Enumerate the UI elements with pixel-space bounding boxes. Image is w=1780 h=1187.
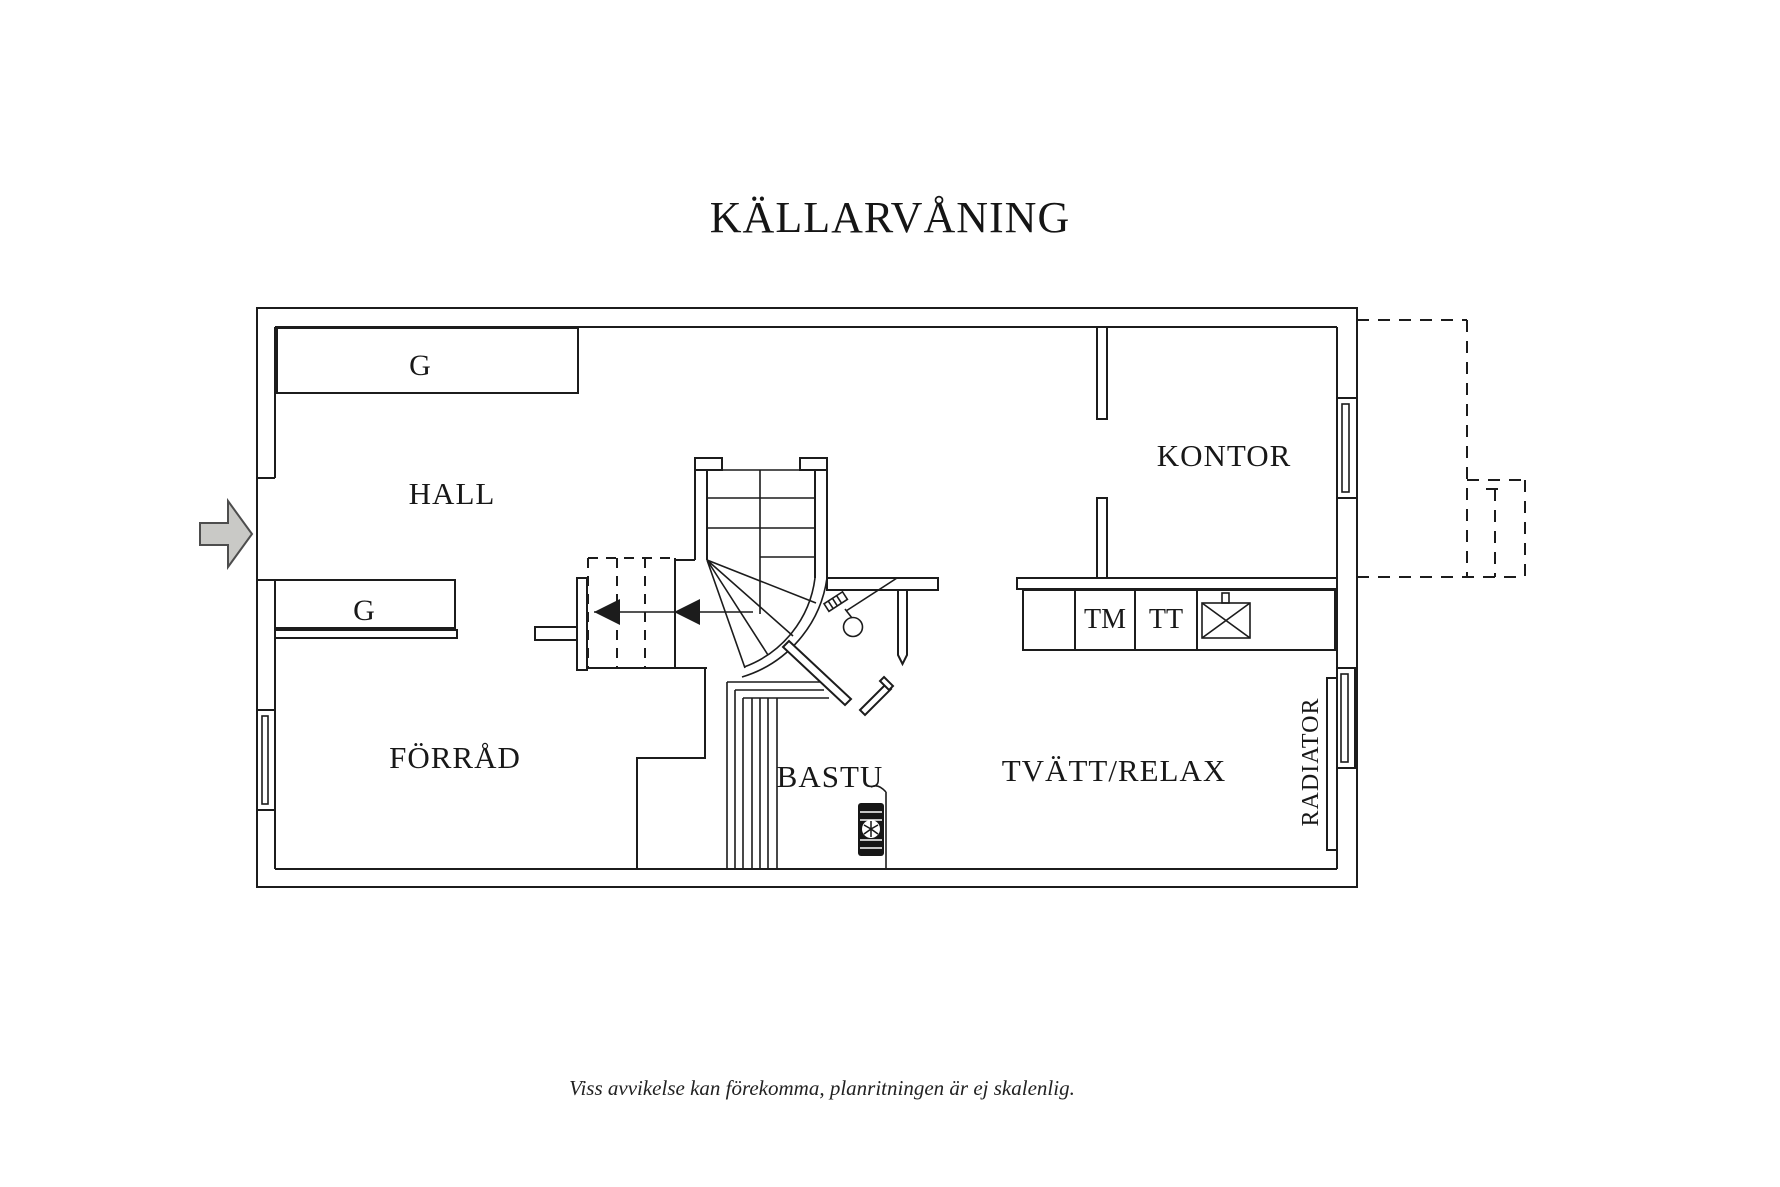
wardrobe-lower: [274, 579, 456, 629]
kontor-partition-upper: [1096, 326, 1108, 420]
label-kontor: KONTOR: [1157, 438, 1292, 473]
sauna-side-wall: [870, 785, 887, 869]
shower-head: [842, 616, 864, 638]
tvatt-north-wall: [1016, 577, 1338, 590]
shower-icon: [822, 590, 849, 613]
stair-top-cap-right: [799, 457, 828, 471]
window-kontor: [1336, 397, 1358, 499]
label-forrad: FÖRRÅD: [389, 740, 521, 775]
sauna-heater-icon: [858, 803, 884, 856]
disclaimer-text: Viss avvikelse kan förekomma, planritnin…: [569, 1076, 1075, 1100]
stair-side-wall: [576, 577, 588, 671]
washbasin-icon: [1201, 592, 1251, 639]
stair-enclosure-walls: [694, 470, 828, 578]
label-tumble-dryer: TT: [1149, 604, 1183, 635]
stair-treads: [707, 469, 815, 614]
page-title: KÄLLARVÅNING: [709, 193, 1071, 242]
label-hall: HALL: [409, 476, 496, 511]
stair-curve: [741, 577, 828, 678]
shower-wall-line: [845, 577, 898, 612]
shower-north-wall: [826, 577, 939, 591]
patio-dashed-outline: [1357, 319, 1526, 578]
exterior-walls: [256, 307, 1358, 888]
label-radiator: RADIATOR: [1298, 698, 1324, 827]
sauna-benches: [726, 681, 829, 869]
stair-side-wall-stub: [534, 626, 578, 641]
label-wardrobe-upper: G: [409, 349, 431, 382]
shower-area: [822, 577, 898, 638]
entrance-arrow-icon: [199, 497, 254, 571]
entrance-opening-caps: [257, 477, 275, 581]
room-labels: HALL KONTOR FÖRRÅD BASTU TVÄTT/RELAX G G…: [353, 349, 1324, 826]
sauna: [726, 639, 895, 869]
wardrobe-upper: [276, 327, 579, 394]
stair-direction-arrow-icon: [594, 599, 753, 625]
laundry-cabinet-row: [1022, 589, 1336, 651]
label-wardrobe-lower: G: [353, 594, 375, 627]
stair-top-cap-left: [694, 457, 723, 471]
sauna-diagonal-wall: [781, 639, 853, 707]
radiator-symbol: [1326, 677, 1338, 851]
window-tvatt: [1336, 667, 1356, 769]
window-forrad: [256, 709, 276, 811]
lower-flight-solid-edges: [588, 558, 707, 669]
label-bastu: BASTU: [777, 759, 884, 794]
sauna-door-cap: [878, 675, 895, 692]
label-tvatt-relax: TVÄTT/RELAX: [1002, 753, 1227, 788]
interior-walls: [534, 326, 1338, 869]
winder-treads: [706, 559, 817, 669]
inner-wall-outline: [274, 326, 1338, 870]
windows: [256, 397, 1358, 851]
outer-wall-outline: [256, 307, 1358, 888]
wardrobes: [274, 327, 579, 639]
staircase: [587, 457, 828, 678]
forrad-bastu-wall: [636, 668, 706, 869]
lower-flight-dashed: [587, 557, 675, 668]
shower-hose: [844, 608, 853, 619]
label-washing-machine: TM: [1084, 604, 1126, 635]
cabinet-dividers: [1074, 590, 1198, 650]
wardrobe-lower-ledge: [274, 629, 458, 639]
door-jamb: [897, 589, 908, 667]
kontor-partition-lower: [1096, 497, 1108, 579]
